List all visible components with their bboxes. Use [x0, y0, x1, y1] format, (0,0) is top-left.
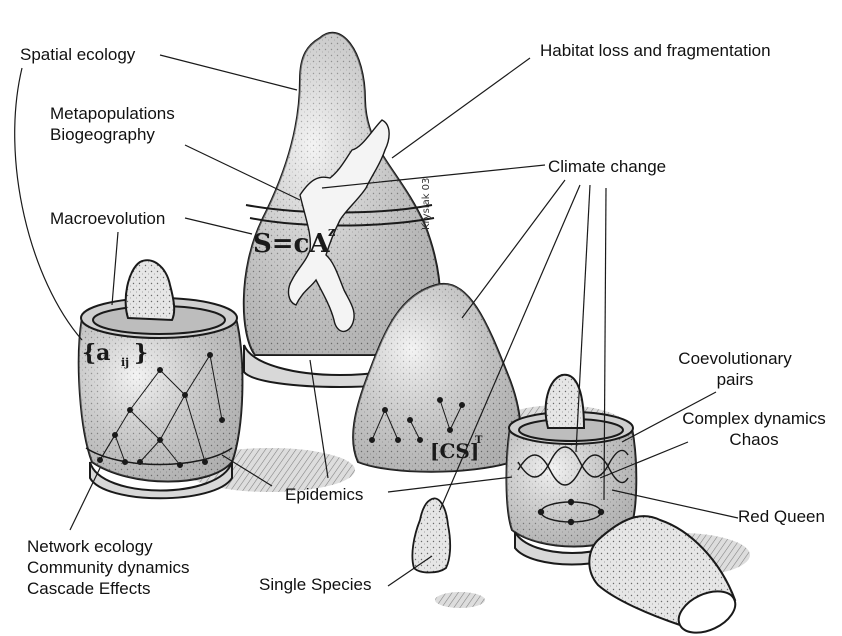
network-doll: [79, 260, 243, 498]
tiny-doll: [412, 498, 450, 572]
label-macroevolution: Macroevolution: [50, 208, 165, 229]
label-red-queen: Red Queen: [738, 506, 825, 527]
label-coevolutionary-pairs: Coevolutionary pairs: [678, 348, 792, 390]
cs-matrix-label: [CS]: [430, 439, 479, 463]
interaction-matrix-label: {a: [82, 340, 110, 366]
label-single-species: Single Species: [259, 574, 371, 595]
interaction-matrix-sub: ij: [121, 356, 129, 369]
species-area-equation: S=cA: [253, 229, 330, 259]
cs-matrix-exponent: T: [475, 435, 483, 446]
label-habitat-loss: Habitat loss and fragmentation: [540, 40, 771, 61]
artist-signature: Krysiak 03: [421, 178, 432, 230]
label-network-ecology: Network ecology Community dynamics Casca…: [27, 536, 190, 599]
species-area-exponent: z: [328, 225, 335, 240]
label-epidemics: Epidemics: [285, 484, 363, 505]
label-metapopulations: Metapopulations Biogeography: [50, 103, 175, 145]
label-climate-change: Climate change: [548, 156, 666, 177]
empty-shell: [589, 516, 741, 636]
label-spatial-ecology: Spatial ecology: [20, 44, 135, 65]
interaction-matrix-close: }: [134, 340, 148, 366]
label-complex-dynamics: Complex dynamics Chaos: [668, 408, 840, 450]
